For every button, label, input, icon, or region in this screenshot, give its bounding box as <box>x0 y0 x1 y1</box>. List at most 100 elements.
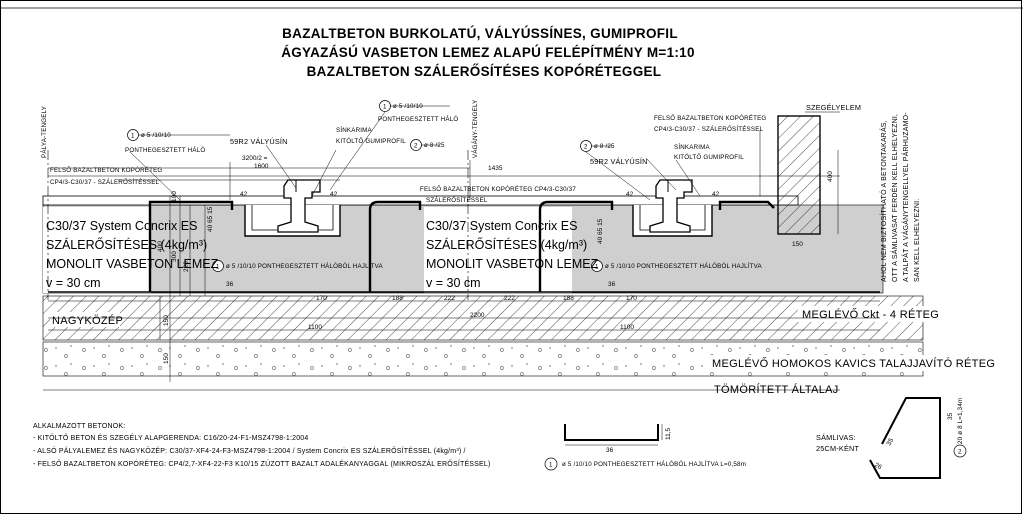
rail-right <box>649 179 693 233</box>
dim-42-d: 42 <box>712 191 720 198</box>
dim-188-a: 188 <box>392 295 403 302</box>
svg-text:1: 1 <box>549 462 553 469</box>
sinkarima-left-2: KITÖLTŐ GUMIPROFIL <box>336 138 406 145</box>
svg-text:1: 1 <box>216 264 220 271</box>
svg-text:ALKALMAZOTT BETONOK:: ALKALMAZOTT BETONOK: <box>33 423 125 430</box>
dim-1100-b: 1100 <box>620 324 634 331</box>
meglevo-ckt-label: MEGLÉVŐ Ckt - 4 RÉTEG <box>802 307 939 321</box>
vertical-note: AHOL NEM BIZTOSÍTHATÓ A BETONTAKARÁS, OT… <box>879 112 921 282</box>
dim-3200: 3200/2 = <box>242 155 268 162</box>
rebar-label-1: ø 8 /25 <box>424 142 445 149</box>
dim-1435: 1435 <box>488 165 503 172</box>
dim-300: 300 <box>171 251 178 262</box>
hajlitva-left: ø 5 /10/10 PONTHEGESZTETT HÁLÓBÓL HAJLÍT… <box>226 263 383 270</box>
svg-text:SZÁLERŐSÍTÉSES (4kg/m³): SZÁLERŐSÍTÉSES (4kg/m³) <box>426 237 587 252</box>
dim-170-a: 170 <box>316 295 327 302</box>
marker-1-left: 1 <box>127 129 139 141</box>
dim-4065-right: 40 65 15 <box>597 218 604 244</box>
marker-1-slab-right: 1 <box>591 260 603 272</box>
dim-150-curb: 150 <box>792 241 803 248</box>
detail-dim-115: 11,5 <box>665 427 672 440</box>
slab-label-box-mid <box>424 207 572 293</box>
kavics-label: MEGLÉVŐ HOMOKOS KAVICS TALAJJAVÍTÓ RÉTEG <box>712 356 995 370</box>
samli-detail <box>869 397 941 479</box>
title-line-2: ÁGYAZÁSÚ VASBETON LEMEZ ALAPÚ FELÉPÍTMÉN… <box>281 45 695 60</box>
kavics-label-bg <box>708 355 976 371</box>
rail-left <box>277 179 321 233</box>
dimension-lines-layers <box>48 196 880 382</box>
slab-text-left: C30/37 System Concrix ES SZÁLERŐSÍTÉSES … <box>46 219 219 290</box>
marker-2-right: 2 <box>580 140 592 152</box>
marker-2-mid: 2 <box>410 139 422 151</box>
marker-1-bottom: 1 <box>544 457 558 471</box>
samli-dim-35-b: 35 <box>947 412 954 420</box>
samlivas-label-2: 25CM-KÉNT <box>816 444 859 453</box>
bent-mesh-detail <box>564 424 663 446</box>
dim-150-a: 150 <box>163 315 170 326</box>
hajlitva-right: ø 5 /10/10 PONTHEGESZTETT HÁLÓBÓL HAJLÍT… <box>605 263 762 270</box>
svg-text:SZÁLERŐSÍTÉSES (4kg/m³): SZÁLERŐSÍTÉSES (4kg/m³) <box>46 237 207 252</box>
svg-text:MONOLIT VASBETON LEMEZ: MONOLIT VASBETON LEMEZ <box>46 257 219 271</box>
detail-dim-36: 36 <box>606 447 614 454</box>
marker-1-slab-left: 1 <box>212 260 224 272</box>
svg-text:1: 1 <box>131 133 135 140</box>
dim-36-left: 36 <box>226 281 234 288</box>
marker-2-samli: 2 <box>953 444 967 458</box>
svg-text:A TALPÁT A VÁGÁNYTENGELLYEL PÁ: A TALPÁT A VÁGÁNYTENGELLYEL PÁRHUZAMO- <box>901 112 910 282</box>
nagykozep-label: NAGYKÖZÉP <box>52 314 123 327</box>
halo-text-2: PONTHEGESZTETT HÁLÓ <box>378 116 458 123</box>
dim-1600: 1600 <box>254 163 269 170</box>
svg-text:MONOLIT VASBETON LEMEZ: MONOLIT VASBETON LEMEZ <box>426 257 599 271</box>
kopo-left-1: FELSŐ BAZALTBETON KOPÓRÉTEG <box>50 167 162 174</box>
halo-label-1: ø 5 /10/10 <box>141 132 171 139</box>
svg-text:C30/37 System Concrix ES: C30/37 System Concrix ES <box>46 219 197 233</box>
slab-label-box-left <box>43 207 151 293</box>
svg-text:v = 30 cm: v = 30 cm <box>426 276 481 290</box>
kopo-right-2: CP4/3-C30/37 - SZÁLERŐSÍTÉSSEL <box>654 126 764 133</box>
svg-text:C30/37 System Concrix ES: C30/37 System Concrix ES <box>426 219 577 233</box>
marker-1-top: 1 <box>379 100 391 112</box>
dim-4065-left: 40 65 15 <box>207 206 214 232</box>
samli-ref-label: 20 ø 8 L=1,34m <box>957 398 964 444</box>
svg-text:- FELSŐ BAZALTBETON KOPÓRÉTEG:: - FELSŐ BAZALTBETON KOPÓRÉTEG: CP4/2,7-X… <box>33 459 491 468</box>
dim-42-b: 42 <box>330 191 338 198</box>
samlivas-label-1: SÁMLIVAS: <box>816 433 856 442</box>
dim-42-a: 42 <box>240 191 248 198</box>
dim-2200: 2200 <box>470 312 485 319</box>
dim-188-b: 188 <box>563 295 574 302</box>
sinkarima-right-1: SÍNKARIMA <box>674 144 711 151</box>
hajlitva-bottom-label: ø 5 /10/10 PONTHEGESZTETT HÁLÓBÓL HAJLÍT… <box>562 461 746 468</box>
rebar-mesh <box>148 200 775 292</box>
samli-dim-35-a: 35 <box>886 437 896 447</box>
sinkarima-right-2: KITÖLTŐ GUMIPROFIL <box>674 154 744 161</box>
altalaj-label: TÖMÖRÍTETT ÁLTALAJ <box>714 383 839 396</box>
leader-lines <box>118 105 840 201</box>
title-line-1: BAZALTBETON BURKOLATÚ, VÁLYÚSSÍNES, GUMI… <box>282 26 678 41</box>
curb-element <box>777 115 821 235</box>
halo-text-1: PONTHEGESZTETT HÁLÓ <box>125 147 205 154</box>
halo-label-2: ø 5 /10/10 <box>393 103 423 110</box>
svg-text:2: 2 <box>414 143 418 150</box>
nagykozep-label-bg <box>50 312 120 327</box>
dim-222-a: 222 <box>444 295 455 302</box>
svg-text:OTT A SÁMLIVASAT FERDÉN KELL E: OTT A SÁMLIVASAT FERDÉN KELL ELHELYEZNI, <box>890 114 899 282</box>
svg-text:1: 1 <box>383 104 387 111</box>
vagany-tengely-label: VÁGÁNY-TENGELY <box>472 99 479 158</box>
title-line-3: BAZALTBETON SZÁLERŐSÍTÉSES KOPÓRÉTEGGEL <box>307 64 662 79</box>
kopo-mid-2: SZÁLERŐSÍTÉSSEL <box>426 197 488 204</box>
palya-tengely-label: PÁLYA-TENGELY <box>41 106 48 158</box>
kopo-mid-1: FELSŐ BAZALTBETON KOPÓRÉTEG CP4/3-C30/37 <box>420 186 576 193</box>
kopo-right-1: FELSŐ BAZALTBETON KOPÓRÉTEG <box>654 115 766 122</box>
dim-400-curb: 400 <box>827 171 834 182</box>
svg-text:1: 1 <box>595 264 599 271</box>
kopo-left-2: CP4/3-C30/37 - SZÁLERŐSÍTÉSSEL <box>50 179 160 186</box>
dim-150-b: 150 <box>163 353 170 364</box>
svg-text:2: 2 <box>584 144 588 151</box>
dim-400: 400 <box>157 241 164 252</box>
dim-222-b: 222 <box>504 295 515 302</box>
sinkarima-left-1: SÍNKARIMA <box>336 127 373 134</box>
dim-42-c: 42 <box>626 191 634 198</box>
dim-1100-a: 1100 <box>308 324 322 331</box>
